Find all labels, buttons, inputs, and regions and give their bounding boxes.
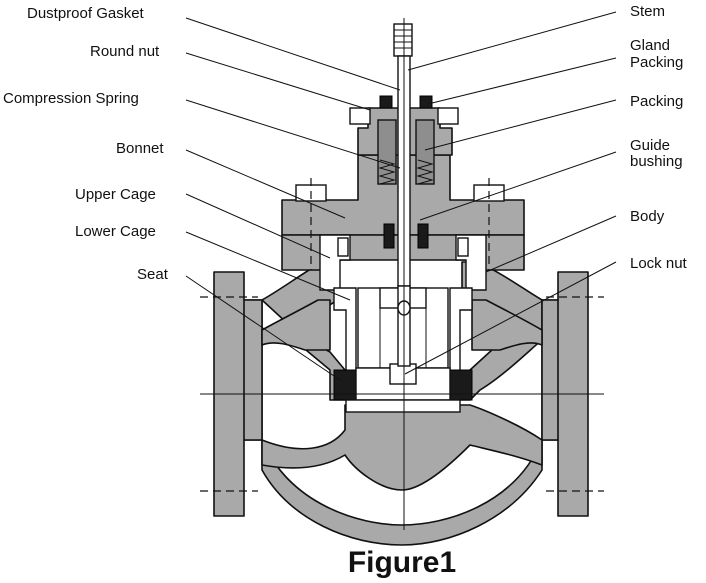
label-bonnet: Bonnet: [116, 140, 164, 157]
leader-lines: [185, 11, 617, 381]
label-compression-spring: Compression Spring: [3, 90, 139, 107]
label-body: Body: [630, 208, 665, 225]
center-lines: [200, 18, 604, 530]
label-gland-line1: Gland: [630, 37, 670, 54]
labels-left: Dustproof Gasket Round nut Compression S…: [3, 5, 169, 283]
label-round-nut: Round nut: [90, 43, 160, 60]
label-upper-cage: Upper Cage: [75, 186, 156, 203]
label-lock-nut: Lock nut: [630, 255, 688, 272]
label-lower-cage: Lower Cage: [75, 223, 156, 240]
flange-centerlines: [200, 296, 604, 492]
label-guide-line2: bushing: [630, 153, 683, 170]
label-guide-line1: Guide: [630, 137, 670, 154]
label-seat: Seat: [137, 266, 169, 283]
labels-right: Stem Gland Packing Packing Guide bushing…: [630, 3, 688, 272]
figure-caption: Figure1: [348, 546, 456, 579]
label-gland-line2: Packing: [630, 54, 683, 71]
label-stem: Stem: [630, 3, 665, 20]
seat-and-plug: [333, 363, 473, 413]
label-dustproof-gasket: Dustproof Gasket: [27, 5, 145, 22]
label-packing: Packing: [630, 93, 683, 110]
